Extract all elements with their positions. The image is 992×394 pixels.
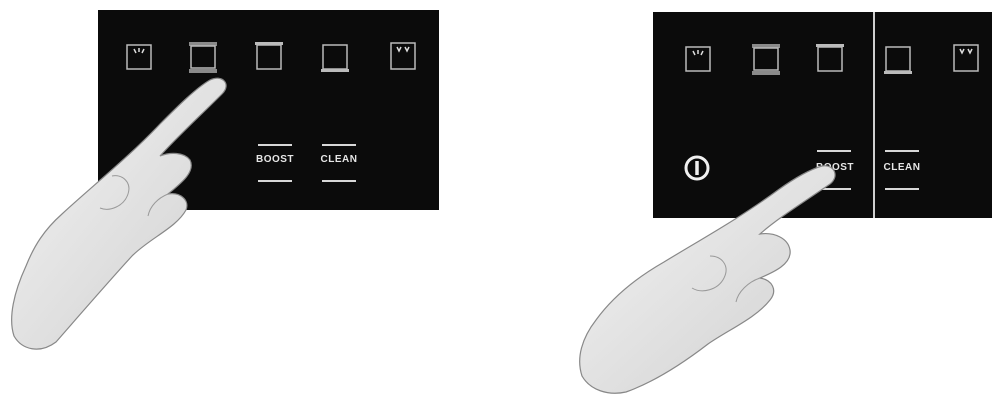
oven-fan-icon[interactable] (254, 40, 284, 74)
oven-fan-icon[interactable] (815, 42, 845, 76)
oven-top-heat-icon[interactable] (683, 42, 713, 76)
oven-grill-icon[interactable] (388, 38, 418, 72)
clean-button[interactable]: CLEAN (880, 162, 924, 173)
boost-bar-bottom (258, 180, 292, 182)
clean-bar-bottom (885, 188, 919, 190)
boost-button[interactable]: BOOST (253, 154, 297, 165)
clean-bar-top (322, 144, 356, 146)
clean-bar-top (885, 150, 919, 152)
boost-bar-top (817, 150, 851, 152)
oven-top-bottom-heat-icon[interactable] (751, 42, 781, 76)
pointing-hand-right-icon (560, 160, 840, 394)
oven-bottom-heat-icon[interactable] (320, 40, 350, 74)
oven-bottom-heat-icon[interactable] (883, 42, 913, 76)
pointing-hand-left-icon (0, 60, 240, 360)
panel-divider (873, 12, 875, 218)
boost-bar-top (258, 144, 292, 146)
clean-button[interactable]: CLEAN (317, 154, 361, 165)
oven-grill-icon[interactable] (951, 40, 981, 74)
clean-bar-bottom (322, 180, 356, 182)
